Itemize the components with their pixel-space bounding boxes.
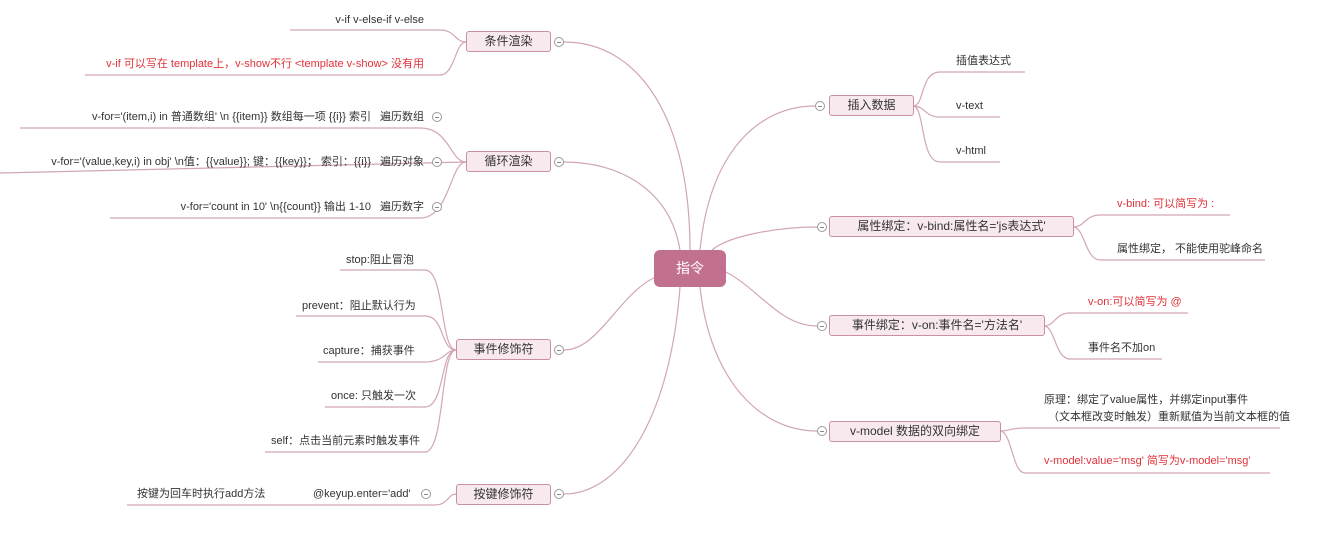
collapse-icon[interactable]	[432, 157, 442, 167]
leaf-text: capture：捕获事件	[323, 345, 415, 357]
collapse-icon[interactable]	[432, 202, 442, 212]
leaf-text: 属性绑定， 不能使用驼峰命名	[1117, 243, 1264, 255]
leaf-text: v-html	[956, 145, 986, 157]
node-conditional-rendering[interactable]: 条件渲染	[466, 31, 551, 52]
node-event-modifiers[interactable]: 事件修饰符	[456, 339, 551, 360]
sub-node-number[interactable]: 遍历数字	[380, 201, 424, 213]
leaf-text: v-for='count in 10' \n{{count}} 输出 1-10	[180, 201, 371, 213]
collapse-icon[interactable]	[554, 37, 564, 47]
leaf-text: 事件名不加on	[1088, 342, 1156, 354]
leaf-text: 原理：绑定了value属性，并绑定input事件	[1044, 394, 1249, 406]
leaf-text-note: v-model:value='msg' 简写为v-model='msg'	[1044, 455, 1251, 467]
node-key-modifiers[interactable]: 按键修饰符	[456, 484, 551, 505]
collapse-icon[interactable]	[554, 345, 564, 355]
leaf-text: （文本框改变时触发）重新赋值为当前文本框的值	[1048, 411, 1290, 423]
leaf-text: once: 只触发一次	[331, 390, 416, 402]
node-loop-rendering[interactable]: 循环渲染	[466, 151, 551, 172]
leaf-text-note: v-bind: 可以简写为 :	[1117, 198, 1215, 210]
collapse-icon[interactable]	[554, 489, 564, 499]
root-node[interactable]: 指令	[654, 250, 726, 287]
collapse-icon[interactable]	[421, 489, 431, 499]
leaf-text: 插值表达式	[956, 55, 1011, 67]
leaf-text: v-for='(item,i) in 普通数组' \n {{item}} 数组每…	[92, 111, 371, 123]
sub-node-array[interactable]: 遍历数组	[380, 111, 424, 123]
leaf-text-note: v-on:可以简写为 @	[1088, 296, 1182, 308]
leaf-text: 按键为回车时执行add方法	[137, 488, 266, 500]
leaf-text-note: v-if 可以写在 template上，v-show不行 <template v…	[106, 58, 424, 70]
node-event-binding[interactable]: 事件绑定：v-on:事件名='方法名'	[829, 315, 1045, 336]
node-v-model[interactable]: v-model 数据的双向绑定	[829, 421, 1001, 442]
leaf-text: v-if v-else-if v-else	[335, 14, 424, 26]
collapse-icon[interactable]	[817, 321, 827, 331]
sub-node-keyup[interactable]: @keyup.enter='add'	[313, 488, 411, 500]
collapse-icon[interactable]	[554, 157, 564, 167]
collapse-icon[interactable]	[817, 426, 827, 436]
collapse-icon[interactable]	[817, 222, 827, 232]
leaf-text: v-for='(value,key,i) in obj' \n值：{{value…	[51, 156, 371, 168]
sub-node-object[interactable]: 遍历对象	[380, 156, 424, 168]
node-attribute-binding[interactable]: 属性绑定：v-bind:属性名='js表达式'	[829, 216, 1074, 237]
node-insert-data[interactable]: 插入数据	[829, 95, 914, 116]
leaf-text: prevent：阻止默认行为	[302, 300, 416, 312]
leaf-text: stop:阻止冒泡	[346, 254, 414, 266]
leaf-text: self：点击当前元素时触发事件	[271, 435, 421, 447]
leaf-text: v-text	[956, 100, 983, 112]
collapse-icon[interactable]	[815, 101, 825, 111]
collapse-icon[interactable]	[432, 112, 442, 122]
